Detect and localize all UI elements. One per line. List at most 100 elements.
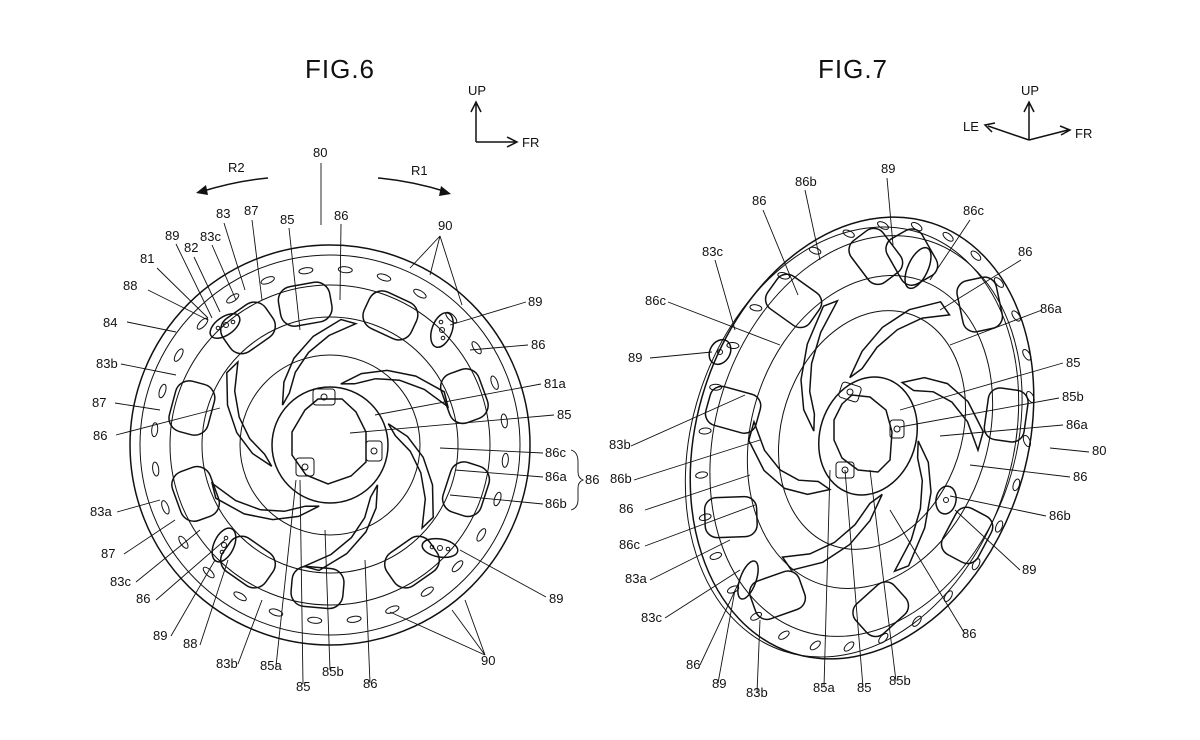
leader-line	[449, 301, 527, 326]
ref-label-s86r: 86	[1018, 244, 1032, 259]
leader-line	[664, 569, 741, 619]
hub7-ring	[817, 376, 919, 496]
leader-line	[630, 394, 746, 447]
vent-hole	[202, 566, 215, 579]
leader-line	[170, 559, 216, 637]
fig6-brace	[570, 449, 585, 511]
r1-label: R1	[411, 163, 428, 178]
ref-label-s86r2: 86	[1073, 469, 1087, 484]
fig7-lug-left	[708, 338, 732, 366]
ref-label-r83a: 83a	[90, 504, 112, 519]
ref-label-r88: 88	[123, 278, 137, 293]
fig7-vent-holes	[695, 221, 1035, 652]
ref-label-r85b: 85	[296, 679, 310, 694]
leader-line	[459, 549, 547, 598]
leader-line	[374, 383, 542, 416]
leader-line	[339, 223, 342, 301]
fig6-vent-holes	[151, 266, 509, 624]
fig6-lug-bottom-right	[421, 537, 459, 559]
vent-hole	[1011, 310, 1022, 322]
leader-line	[804, 189, 821, 261]
vent-hole	[726, 341, 740, 350]
leader-line	[155, 539, 226, 601]
vent-hole	[151, 422, 159, 438]
leader-line	[954, 509, 1021, 571]
vent-hole	[994, 520, 1004, 533]
fig6: FIG.6 UP FR R2 R1	[90, 54, 599, 694]
vent-hole	[808, 246, 822, 255]
leader-line	[156, 267, 209, 319]
ref-label-s83bb: 83b	[746, 685, 768, 700]
ref-label-s86bl2: 86	[686, 657, 700, 672]
fig6-direction-axes: UP FR	[468, 83, 539, 150]
vent-hole	[695, 471, 709, 479]
hub-ring	[271, 386, 389, 504]
recess-pad	[885, 228, 939, 286]
ref-label-r83c: 83c	[200, 229, 221, 244]
ref-label-r83c2: 83c	[110, 574, 131, 589]
ref-label-r90b: 90	[481, 653, 495, 668]
leader-line	[949, 309, 1043, 346]
vent-hole	[878, 632, 889, 644]
vent-hole	[233, 591, 247, 602]
r2-label: R2	[228, 160, 245, 175]
leader-line	[454, 469, 544, 478]
leader-line	[199, 559, 229, 646]
ref-label-r86l: 86	[93, 428, 107, 443]
recess-pad	[956, 276, 1004, 333]
vent-hole	[778, 630, 790, 640]
r1-arrow-icon	[377, 177, 448, 193]
vent-hole	[501, 452, 509, 468]
vent-hole	[451, 560, 464, 573]
leader-line	[409, 235, 463, 306]
cooling-fin	[849, 300, 951, 379]
fig6-hub	[271, 386, 389, 504]
leader-line	[389, 599, 486, 656]
hub-bolt-right	[365, 440, 383, 462]
ref-label-s86cl2: 86c	[619, 537, 640, 552]
recess-pad	[171, 465, 221, 522]
cooling-fin	[747, 419, 832, 496]
ref-label-r86bb: 86b	[545, 496, 567, 511]
ref-label-s83a: 83a	[625, 571, 647, 586]
leader-line	[123, 519, 176, 555]
up-arrow-icon	[1023, 100, 1035, 140]
vent-hole	[500, 413, 508, 429]
vent-hole	[1012, 478, 1021, 492]
ref-label-r89a: 89	[165, 228, 179, 243]
leader-line	[211, 244, 237, 301]
recess-pad	[703, 495, 758, 539]
leader-line	[275, 479, 297, 667]
vent-hole	[709, 552, 723, 560]
ref-label-r87b: 87	[92, 395, 106, 410]
ref-label-r89b: 89	[153, 628, 167, 643]
hub-bolt-top	[312, 388, 336, 406]
leader-line	[844, 469, 864, 688]
cooling-fin	[226, 360, 273, 467]
ref-label-r86a: 86a	[545, 469, 567, 484]
recess-pad	[704, 385, 762, 435]
ref-label-s89l: 89	[628, 350, 642, 365]
ref-label-s85: 85	[1066, 355, 1080, 370]
recess-pad	[219, 301, 277, 355]
leader-line	[1049, 447, 1090, 453]
fig6-lug-top-left	[209, 313, 241, 339]
leader-line	[135, 529, 201, 583]
ref-label-s86br: 86b	[1049, 508, 1071, 523]
ref-label-r83b: 83b	[96, 356, 118, 371]
fig6-disc	[129, 244, 531, 646]
leader-line	[667, 301, 781, 346]
recess-pad	[848, 227, 904, 286]
ref-label-r87: 87	[244, 203, 258, 218]
vent-hole	[158, 383, 167, 399]
leader-line	[649, 539, 731, 581]
vent-hole	[173, 348, 184, 362]
vent-hole	[777, 272, 791, 280]
leader-line	[699, 579, 741, 666]
cooling-fin	[340, 369, 450, 409]
vent-hole	[970, 250, 982, 261]
recess-pad	[940, 506, 994, 565]
disc7-outer-edge	[689, 216, 1035, 660]
vent-hole	[912, 615, 922, 627]
leader-line	[649, 351, 713, 359]
